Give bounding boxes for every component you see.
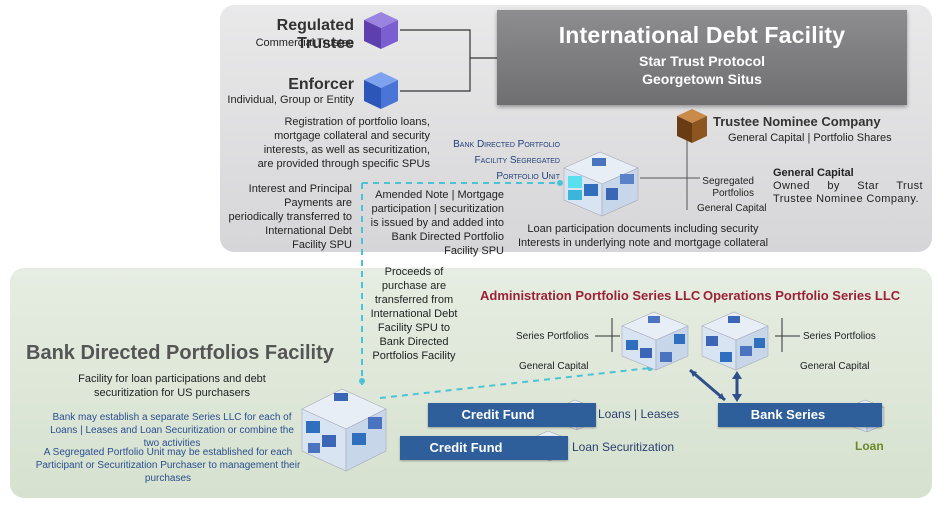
loan-securitization-label: Loan Securitization [572, 440, 675, 454]
dashed-admin-line [379, 367, 651, 399]
bdpf-note-1: Bank may establish a separate Series LLC… [50, 412, 294, 449]
title-box: International Debt Facility Star Trust P… [497, 10, 907, 105]
bdpf-title: Bank Directed Portfolios Facility [26, 342, 334, 364]
trustee-bracket-line [400, 29, 471, 92]
regulated-trustee-cube-icon [364, 12, 398, 49]
amended-note-text: Amended Note | Mortgage participation | … [370, 189, 504, 257]
general-capital-box: General Capital Owned by Star Trust Trus… [773, 167, 923, 206]
general-capital-label: General Capital [697, 203, 767, 214]
loan-participation-text: Loan participation documents including s… [517, 223, 769, 249]
main-title: International Debt Facility [558, 22, 846, 48]
bdp-unit-line-3: Portfolio Unit [496, 171, 560, 182]
admin-series-cube-icon [621, 311, 689, 371]
general-capital-box-body: Owned by Star Trust Trustee Nominee Comp… [773, 180, 923, 205]
interest-text: Interest and Principal Payments are peri… [228, 183, 352, 251]
trustee-nominee-subtitle: General Capital | Portfolio Shares [728, 132, 892, 144]
general-capital-box-title: General Capital [773, 167, 854, 179]
ops-series-title: Operations Portfolio Series LLC [703, 288, 901, 303]
dot-vertical-end [359, 378, 365, 384]
proceeds-text: Proceeds of purchase are transferred fro… [370, 266, 458, 362]
bank-series-label: Bank Series [750, 407, 826, 422]
title-line-2: Star Trust Protocol [638, 53, 766, 69]
bdp-unit-line-2: Facility Segregated [474, 155, 560, 166]
admin-series-portfolios-label: Series Portfolios [516, 331, 589, 342]
dot-unit-end [557, 180, 563, 186]
admin-general-capital-label: General Capital [519, 361, 589, 372]
admin-series-title: Administration Portfolio Series LLC [480, 288, 701, 303]
registration-text: Registration of portfolio loans, mortgag… [257, 116, 430, 170]
enforcer-cube-icon [364, 72, 398, 109]
ops-general-capital-label: General Capital [800, 361, 870, 372]
bdpf-subtitle: Facility for loan participations and deb… [78, 373, 266, 399]
ops-series-portfolios-label: Series Portfolios [803, 331, 876, 342]
bank-loan-label: Loan [855, 439, 884, 453]
bdp-unit-line-1: Bank Directed Portfolio [453, 139, 560, 150]
bank-series-bar[interactable]: Bank Series [718, 403, 882, 427]
trustee-nominee-title: Trustee Nominee Company [713, 114, 881, 129]
bdp-unit-label: Bank Directed Portfolio Facility Segrega… [440, 137, 560, 185]
segregated-portfolios-label: Segregated Portfolios [702, 176, 754, 199]
trustee-nominee-cube-icon [677, 109, 707, 143]
enforcer-subtitle: Individual, Group or Entity [227, 94, 354, 106]
credit-fund-loans-label: Credit Fund [461, 407, 535, 422]
bdp-unit-cube-icon [563, 151, 639, 217]
title-line-3: Georgetown Situs [642, 71, 762, 87]
arrow-admin-bank [689, 368, 726, 402]
credit-fund-securitization-label: Credit Fund [429, 440, 503, 455]
bdpf-cube-icon [301, 388, 387, 472]
regulated-trustee-subtitle: Commercial Trustee [255, 37, 354, 49]
credit-fund-securitization-bar[interactable]: Credit Fund [400, 436, 568, 460]
enforcer-title: Enforcer [288, 76, 354, 93]
ops-series-cube-icon [701, 311, 769, 371]
loans-leases-label: Loans | Leases [598, 407, 680, 421]
regulated-trustee-title: Regulated Trustee [276, 17, 354, 52]
bdpf-note-2: A Segregated Portfolio Unit may be estab… [35, 447, 301, 484]
credit-fund-loans-bar[interactable]: Credit Fund [428, 403, 596, 427]
